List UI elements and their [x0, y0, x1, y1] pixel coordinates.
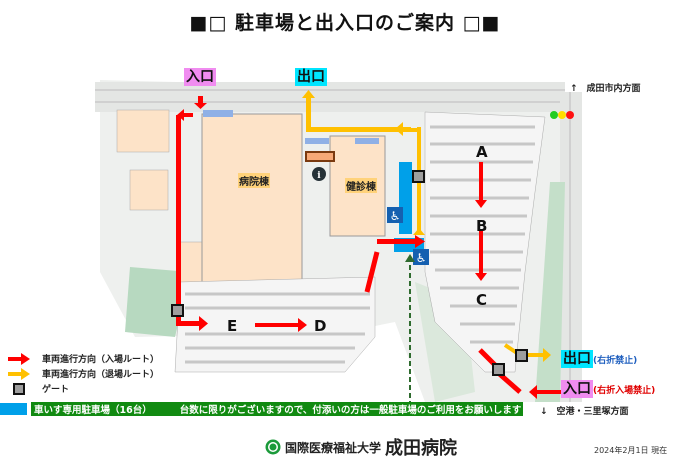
- north-entrance-label: 入口: [184, 68, 216, 86]
- waypoint-c: C: [476, 291, 488, 309]
- hospital-name: 成田病院: [385, 438, 458, 459]
- north-exit-label: 出口: [295, 68, 327, 86]
- east-exit: 出口 (右折禁止): [561, 350, 637, 368]
- yellow-arrow-icon: [8, 367, 30, 380]
- east-exit-note: (右折禁止): [593, 355, 638, 366]
- logo-icon: [265, 439, 281, 455]
- east-entrance-note: (右折入場禁止): [593, 385, 656, 396]
- as-of-date: 2024年2月1日 現在: [594, 446, 668, 455]
- org-name: 国際医療福祉大学: [285, 440, 382, 455]
- svg-text:i: i: [317, 171, 321, 181]
- page-title: ■□ 駐車場と出入口のご案内 □■: [189, 12, 501, 34]
- legend-gate: ゲート: [8, 382, 69, 395]
- hospital-building-label: 病院棟: [238, 173, 270, 188]
- legend-entry-route: 車両進行方向（入場ルート）: [8, 352, 159, 365]
- legend-exit-route: 車両進行方向（退場ルート）: [8, 367, 159, 380]
- wheelchair-notice-band: 車いす専用駐車場（16台） 台数に限りがございますので、付添いの方は一般駐車場の…: [31, 402, 523, 416]
- wheelchair-parking-swatch: [0, 403, 27, 415]
- waypoint-b: B: [476, 217, 488, 235]
- checkup-building-label: 健診棟: [345, 178, 377, 193]
- gate-icon: [13, 382, 25, 395]
- site-map: i ♿ ♿: [95, 72, 605, 402]
- east-entrance: 入口 (右折入場禁止): [561, 380, 655, 398]
- waypoint-e: E: [227, 317, 238, 335]
- waypoint-d: D: [314, 317, 327, 335]
- hospital-logo: 国際医療福祉大学 成田病院: [265, 434, 457, 460]
- svg-text:♿: ♿: [416, 251, 427, 265]
- east-entrance-label: 入口: [561, 380, 593, 398]
- direction-south: ↓ 空港・三里塚方面: [540, 407, 629, 417]
- east-exit-label: 出口: [561, 350, 593, 368]
- red-arrow-icon: [8, 352, 30, 365]
- waypoint-a: A: [476, 143, 488, 161]
- notice-text: 台数に限りがございますので、付添いの方は一般駐車場のご利用をお願いします: [179, 405, 522, 416]
- svg-text:♿: ♿: [390, 209, 401, 223]
- direction-north: ↑ 成田市内方面: [570, 84, 641, 94]
- wheelchair-parking-label: 車いす専用駐車場（16台）: [34, 405, 152, 416]
